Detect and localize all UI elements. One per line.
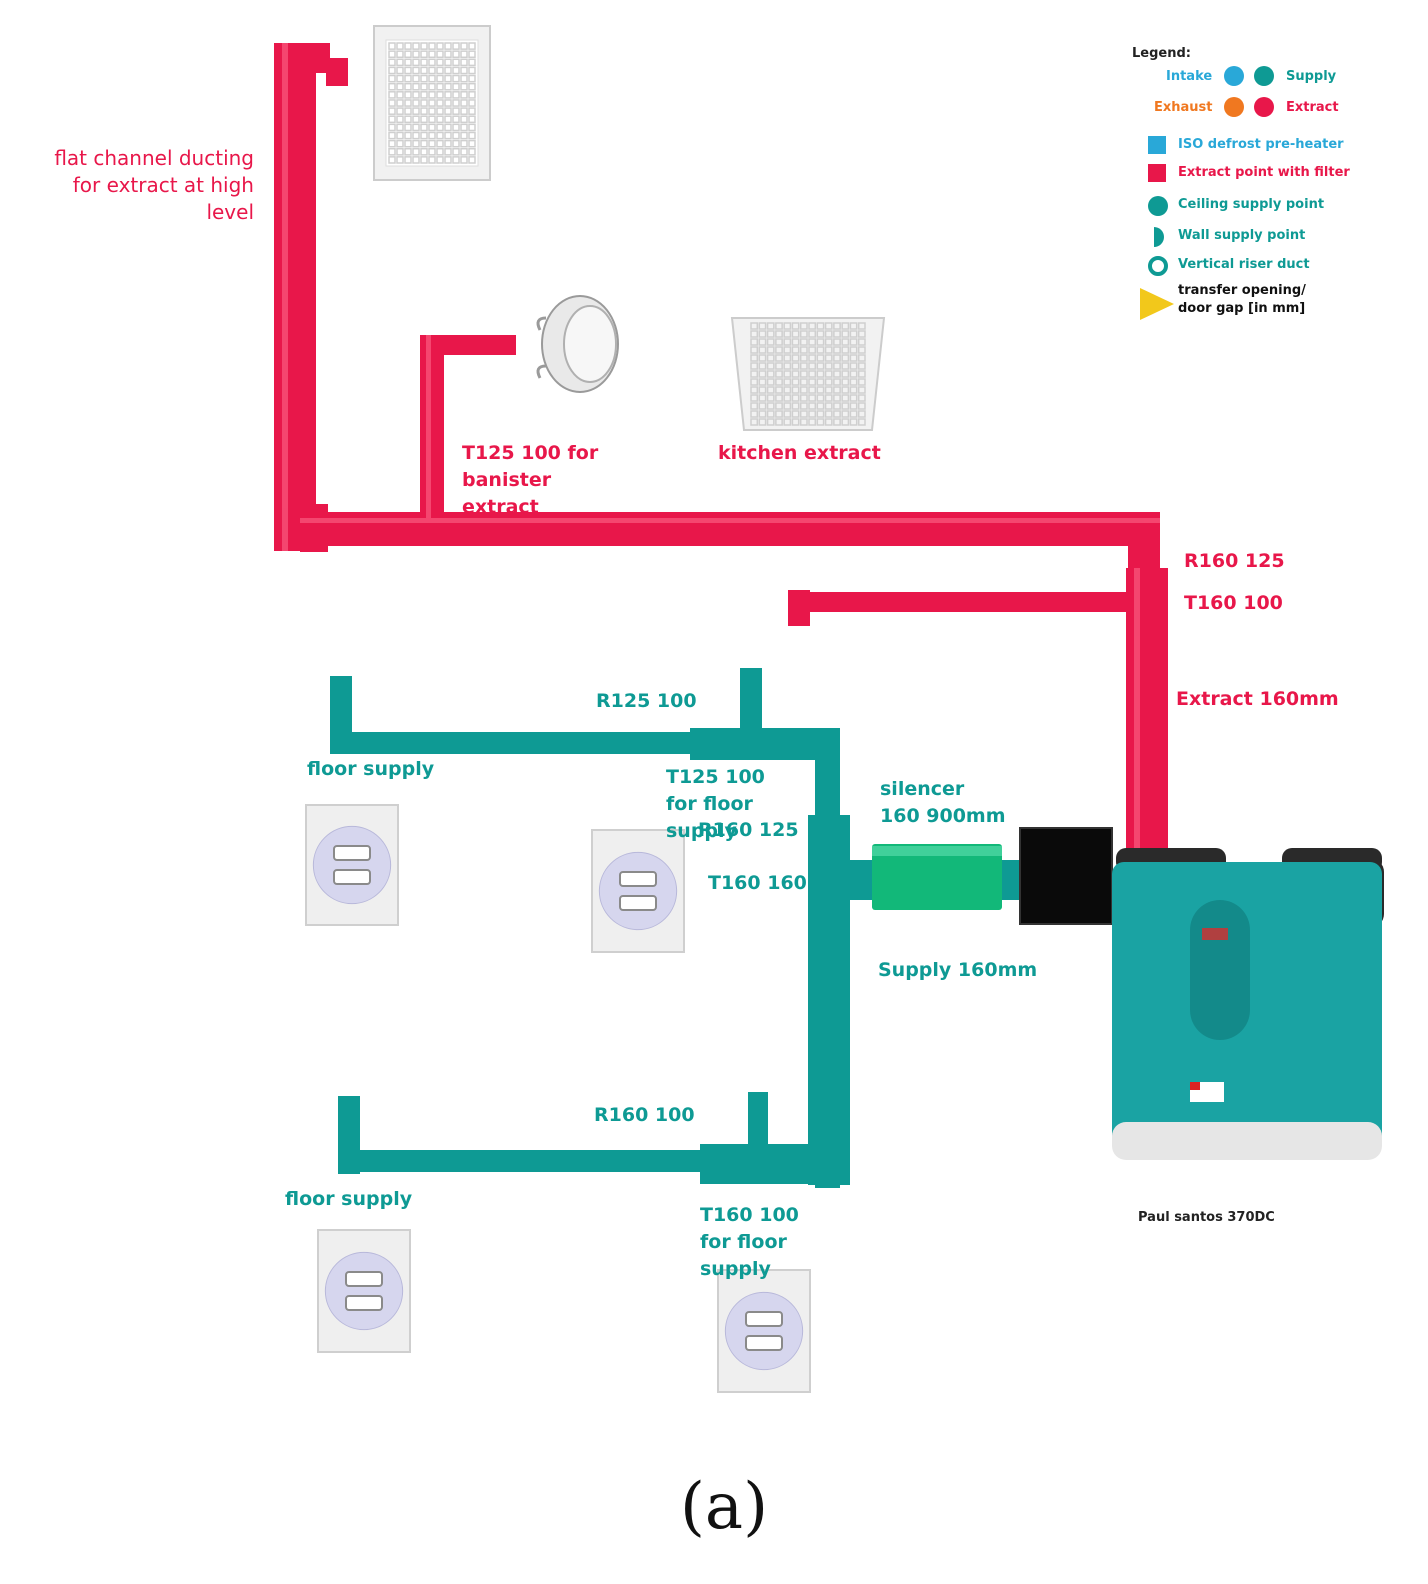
supply-dot-icon xyxy=(1254,66,1274,86)
legend-exhaust-label: Exhaust xyxy=(1154,100,1213,115)
legend-item-ceiling-supply: Ceiling supply point xyxy=(1178,197,1325,212)
extract-highlights xyxy=(282,43,1160,858)
supply-lower-horizontal xyxy=(338,1150,708,1172)
floor-supply-grilles xyxy=(305,804,811,1393)
kitchen-extract-grille xyxy=(730,317,886,431)
label-t160-160: T160 160 xyxy=(708,872,807,894)
legend-item-transfer: transfer opening/ door gap [in mm] xyxy=(1178,283,1306,316)
floor-supply-grille xyxy=(591,829,685,953)
legend-supply-label: Supply xyxy=(1286,69,1337,84)
label-extract-160: Extract 160mm xyxy=(1176,688,1339,710)
label-banister: T125 100 for banister extract xyxy=(462,442,599,518)
supply-upper-horizontal xyxy=(330,732,700,754)
legend-title: Legend: xyxy=(1132,46,1191,61)
supply-ductwork xyxy=(330,668,1024,1188)
label-unit-name: Paul santos 370DC xyxy=(1138,1210,1275,1225)
label-supply-160: Supply 160mm xyxy=(878,959,1038,981)
connector-box xyxy=(1019,827,1113,925)
label-t125-100-floor: T125 100 for floor supply xyxy=(666,766,765,842)
supply-lower-stub xyxy=(748,1092,768,1152)
half-circle-icon xyxy=(1154,227,1164,247)
banister-valve xyxy=(536,295,619,393)
legend-item-wall-supply: Wall supply point xyxy=(1178,228,1306,243)
label-floor-supply-2: floor supply xyxy=(285,1188,413,1210)
label-flat-channel: flat channel ducting for extract at high… xyxy=(54,146,254,224)
legend-item-preheater: ISO defrost pre-heater xyxy=(1178,137,1344,152)
extract-t160-cap xyxy=(788,590,810,626)
extract-top-cap xyxy=(326,58,348,86)
green-circle-icon xyxy=(1148,196,1168,216)
label-kitchen-extract: kitchen extract xyxy=(718,442,881,464)
label-r160-125-mid: R160 125 xyxy=(698,819,799,841)
silencer xyxy=(872,844,1002,910)
extract-ductwork xyxy=(274,43,1168,858)
extract-left-elbow xyxy=(300,504,328,552)
red-square-icon xyxy=(1148,164,1166,182)
supply-lower-tee xyxy=(700,1144,850,1184)
label-floor-supply-1: floor supply xyxy=(307,758,435,780)
legend-item-extract-point: Extract point with filter xyxy=(1178,165,1350,180)
legend: Legend: Intake Supply Exhaust Extract IS… xyxy=(1132,42,1386,332)
label-t160-100-floor: T160 100 for floor supply xyxy=(700,1204,799,1280)
extract-riser-left xyxy=(274,43,316,551)
extract-dot-icon xyxy=(1254,97,1274,117)
label-t160-100-top: T160 100 xyxy=(1184,592,1283,614)
exhaust-dot-icon xyxy=(1224,97,1244,117)
intake-dot-icon xyxy=(1224,66,1244,86)
legend-intake-label: Intake xyxy=(1166,69,1213,84)
heat-recovery-unit xyxy=(1112,848,1384,1160)
label-r160-125-top: R160 125 xyxy=(1184,550,1285,572)
label-silencer: silencer 160 900mm xyxy=(880,778,1006,827)
extract-banister-riser xyxy=(420,335,444,520)
blue-square-icon xyxy=(1148,136,1166,154)
supply-wide-vertical xyxy=(808,815,850,1185)
label-r160-100: R160 100 xyxy=(594,1104,695,1126)
extract-vertical-main xyxy=(1126,568,1168,858)
legend-extract-label: Extract xyxy=(1286,100,1339,115)
floor-supply-grille xyxy=(717,1269,811,1393)
floor-supply-grille xyxy=(305,804,399,926)
extract-top-stub xyxy=(300,43,330,73)
figure-caption: (a) xyxy=(679,1470,769,1544)
ring-icon xyxy=(1148,256,1168,276)
extract-t160-branch xyxy=(806,592,1136,612)
floor-supply-grille xyxy=(317,1229,411,1353)
yellow-arrow-icon xyxy=(1140,288,1174,320)
supply-upper-stub xyxy=(740,668,762,732)
label-r125-100: R125 100 xyxy=(596,690,697,712)
high-level-extract-grille xyxy=(373,25,491,181)
legend-item-riser: Vertical riser duct xyxy=(1178,257,1310,272)
extract-banister-branch xyxy=(420,335,516,355)
